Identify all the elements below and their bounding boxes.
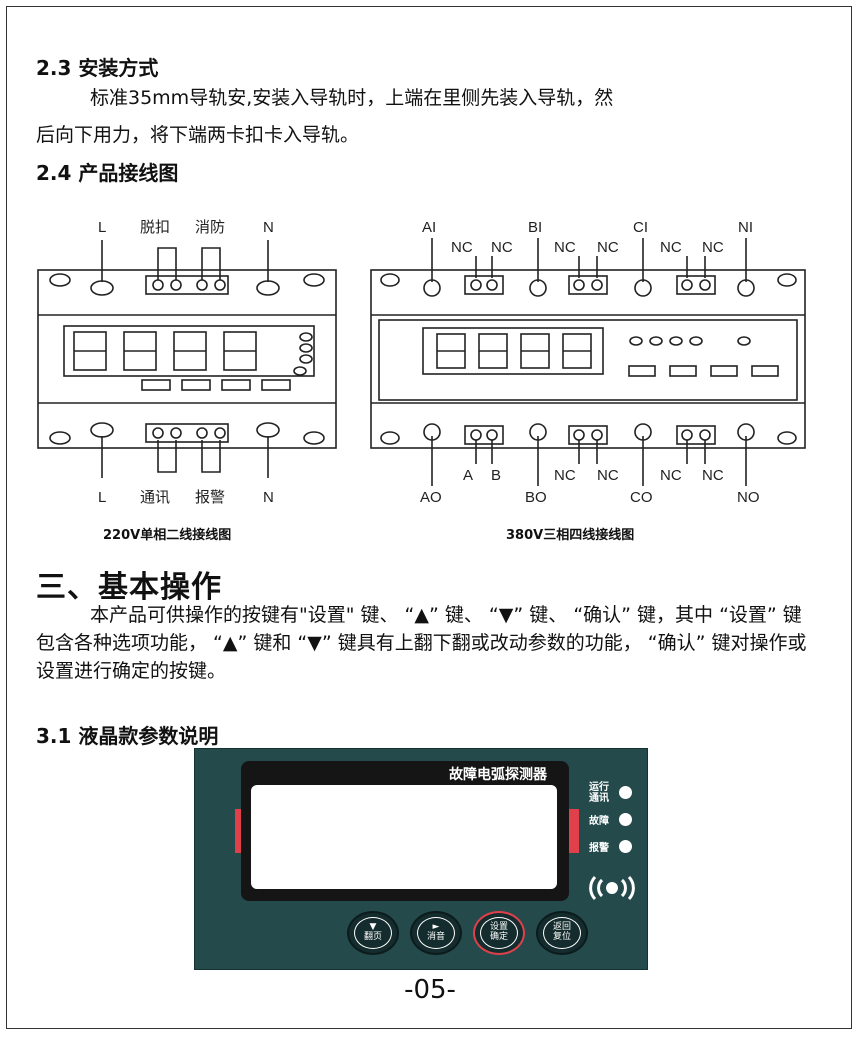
page-down-icon: ▼: [369, 922, 377, 932]
label-nc-3: NC: [554, 239, 576, 256]
label-n-top: N: [263, 219, 274, 236]
led-label-alarm: 报警: [589, 843, 609, 854]
label-nc-5: NC: [660, 239, 682, 256]
label-nc-2: NC: [491, 239, 513, 256]
led-label-fault: 故障: [589, 816, 609, 827]
label-l-bottom: L: [98, 489, 106, 506]
led-alarm: [619, 840, 632, 853]
label-ci: CI: [633, 219, 648, 236]
wiring-diagram-380v: AI BI CI NI NC NC NC NC NC NC A B NC NC …: [370, 219, 806, 506]
confirm-label: 确定: [489, 932, 508, 942]
label-nc-4: NC: [597, 239, 619, 256]
label-comm: 通讯: [140, 489, 170, 506]
section-2-4-title: 2.4 产品接线图: [36, 161, 179, 185]
label-bi: BI: [528, 219, 542, 236]
led-label-run: 运行: [589, 782, 609, 793]
reset-label: 复位: [552, 932, 571, 942]
label-ni: NI: [738, 219, 753, 236]
device-panel: 故障电弧探测器 运行 通讯 故障 报警 ▼翻页 ►消音 设置确定 返回复位: [194, 748, 648, 970]
led-label-comm: 通讯: [589, 793, 609, 804]
caption-380v: 380V三相四线接线图: [506, 528, 635, 543]
label-ai: AI: [422, 219, 436, 236]
page-number: -05-: [404, 975, 456, 1005]
lcd-screen: [251, 785, 557, 889]
label-nc-9: NC: [660, 467, 682, 484]
page-down-label: 翻页: [363, 932, 382, 942]
label-nc-10: NC: [702, 467, 724, 484]
set-confirm-button[interactable]: 设置确定: [473, 911, 525, 955]
label-nc-6: NC: [702, 239, 724, 256]
label-trip: 脱扣: [140, 219, 170, 236]
play-icon: ►: [432, 922, 440, 932]
label-no: NO: [737, 489, 760, 506]
mute-button[interactable]: ►消音: [410, 911, 462, 955]
lcd-title: 故障电弧探测器: [449, 767, 547, 783]
label-bo: BO: [525, 489, 547, 506]
label-n-bottom: N: [263, 489, 274, 506]
return-label: 返回: [552, 922, 571, 932]
label-nc-8: NC: [597, 467, 619, 484]
label-nc-7: NC: [554, 467, 576, 484]
wiring-diagram-220v: L 脱扣 消防 N L 通讯 报警 N: [37, 219, 337, 506]
led-run-comm: [619, 786, 632, 799]
section-2-3-title: 2.3 安装方式: [36, 56, 159, 80]
label-co: CO: [630, 489, 653, 506]
caption-220v: 220V单相二线接线图: [103, 528, 232, 543]
label-l-top: L: [98, 219, 106, 236]
section-2-3-line1: 标准35mm导轨安,安装入导轨时，上端在里侧先装入导轨，然: [90, 87, 614, 109]
label-alarm: 报警: [195, 489, 225, 506]
led-fault: [619, 813, 632, 826]
section-3-1-title: 3.1 液晶款参数说明: [36, 724, 219, 748]
page-frame: [6, 6, 852, 1029]
label-a: A: [463, 467, 473, 484]
set-label: 设置: [489, 922, 508, 932]
lcd-frame: 故障电弧探测器: [241, 761, 569, 901]
section-2-3-line2: 后向下用力，将下端两卡扣卡入导轨。: [36, 124, 360, 146]
section-3-title: 三、基本操作: [36, 570, 222, 605]
label-fire: 消防: [195, 219, 225, 236]
label-ao: AO: [420, 489, 442, 506]
section-3-body: 本产品可供操作的按键有"设置" 键、 “▲” 键、 “▼” 键、 “确认” 键，…: [36, 604, 807, 682]
label-b: B: [491, 467, 501, 484]
return-reset-button[interactable]: 返回复位: [536, 911, 588, 955]
label-nc-1: NC: [451, 239, 473, 256]
sound-sensor-icon: [589, 875, 635, 901]
mute-label: 消音: [426, 932, 445, 942]
page-down-button[interactable]: ▼翻页: [347, 911, 399, 955]
